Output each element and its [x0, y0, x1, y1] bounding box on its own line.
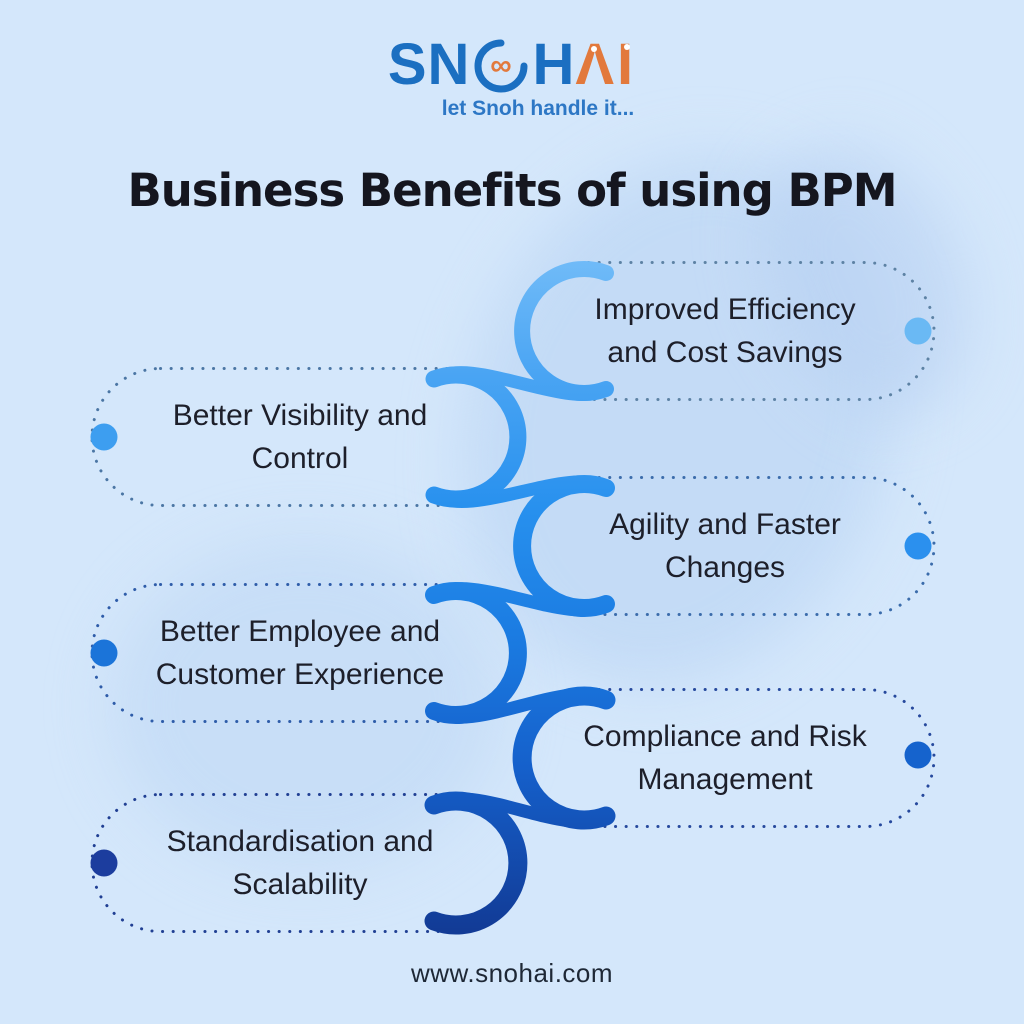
- benefit-line: Scalability: [232, 868, 368, 901]
- logo-infinity-icon: ∞: [474, 39, 528, 93]
- benefit-label-standardisation: Standardisation and Scalability: [115, 808, 485, 918]
- benefit-line: Customer Experience: [155, 658, 445, 691]
- benefit-endpoint-dot: [904, 532, 932, 560]
- benefit-pill-outline: [518, 688, 936, 828]
- logo-text-h: H: [532, 32, 576, 97]
- spine-connector: [427, 687, 613, 724]
- svg-text:∞: ∞: [491, 49, 512, 82]
- logo-text-sn: SN: [387, 32, 471, 97]
- circuit-node-icon: [591, 46, 598, 52]
- benefit-line: Better Employee and: [159, 615, 441, 648]
- benefit-pill-outline: [518, 476, 936, 616]
- benefit-line: Agility and Faster: [609, 508, 841, 541]
- benefit-endpoint-dot: [90, 423, 118, 451]
- spine-connector: [427, 475, 613, 509]
- spine: [424, 261, 616, 935]
- benefit-line: Standardisation and: [166, 825, 434, 858]
- benefit-pill-outline: [518, 261, 936, 401]
- benefit-line: Changes: [664, 551, 786, 584]
- benefit-label-improved-efficiency: Improved Efficiency and Cost Savings: [545, 276, 905, 386]
- spine-connector: [427, 366, 613, 401]
- header: SN ∞ H ΛI let Snoh handle it...: [0, 36, 1024, 121]
- benefit-line: Improved Efficiency: [594, 293, 856, 326]
- spine-connector: [427, 582, 613, 617]
- benefit-label-better-visibility: Better Visibility and Control: [115, 382, 485, 492]
- benefit-line: Better Visibility and: [172, 399, 428, 432]
- benefit-line: Management: [637, 763, 813, 796]
- page-title: Business Benefits of using BPM: [127, 164, 897, 217]
- benefit-endpoint-dot: [90, 639, 118, 667]
- benefit-endpoint-dot: [904, 317, 932, 345]
- circuit-node-icon: [624, 44, 631, 50]
- logo-text-ai: ΛI: [575, 36, 636, 94]
- logo-ai-glyphs: ΛI: [575, 32, 637, 97]
- website-url: www.snohai.com: [410, 958, 614, 988]
- logo-tagline: let Snoh handle it...: [441, 97, 635, 120]
- benefit-line: and Cost Savings: [607, 336, 843, 369]
- benefit-label-employee-customer: Better Employee and Customer Experience: [115, 598, 485, 708]
- benefit-endpoint-dot: [904, 741, 932, 769]
- benefit-label-compliance-risk: Compliance and Risk Management: [545, 703, 905, 813]
- logo: SN ∞ H ΛI: [388, 36, 636, 94]
- benefit-label-agility: Agility and Faster Changes: [545, 491, 905, 601]
- spine-connector: [427, 792, 613, 829]
- benefit-line: Compliance and Risk: [583, 720, 867, 753]
- benefit-endpoint-dot: [90, 849, 118, 877]
- benefit-line: Control: [251, 442, 349, 475]
